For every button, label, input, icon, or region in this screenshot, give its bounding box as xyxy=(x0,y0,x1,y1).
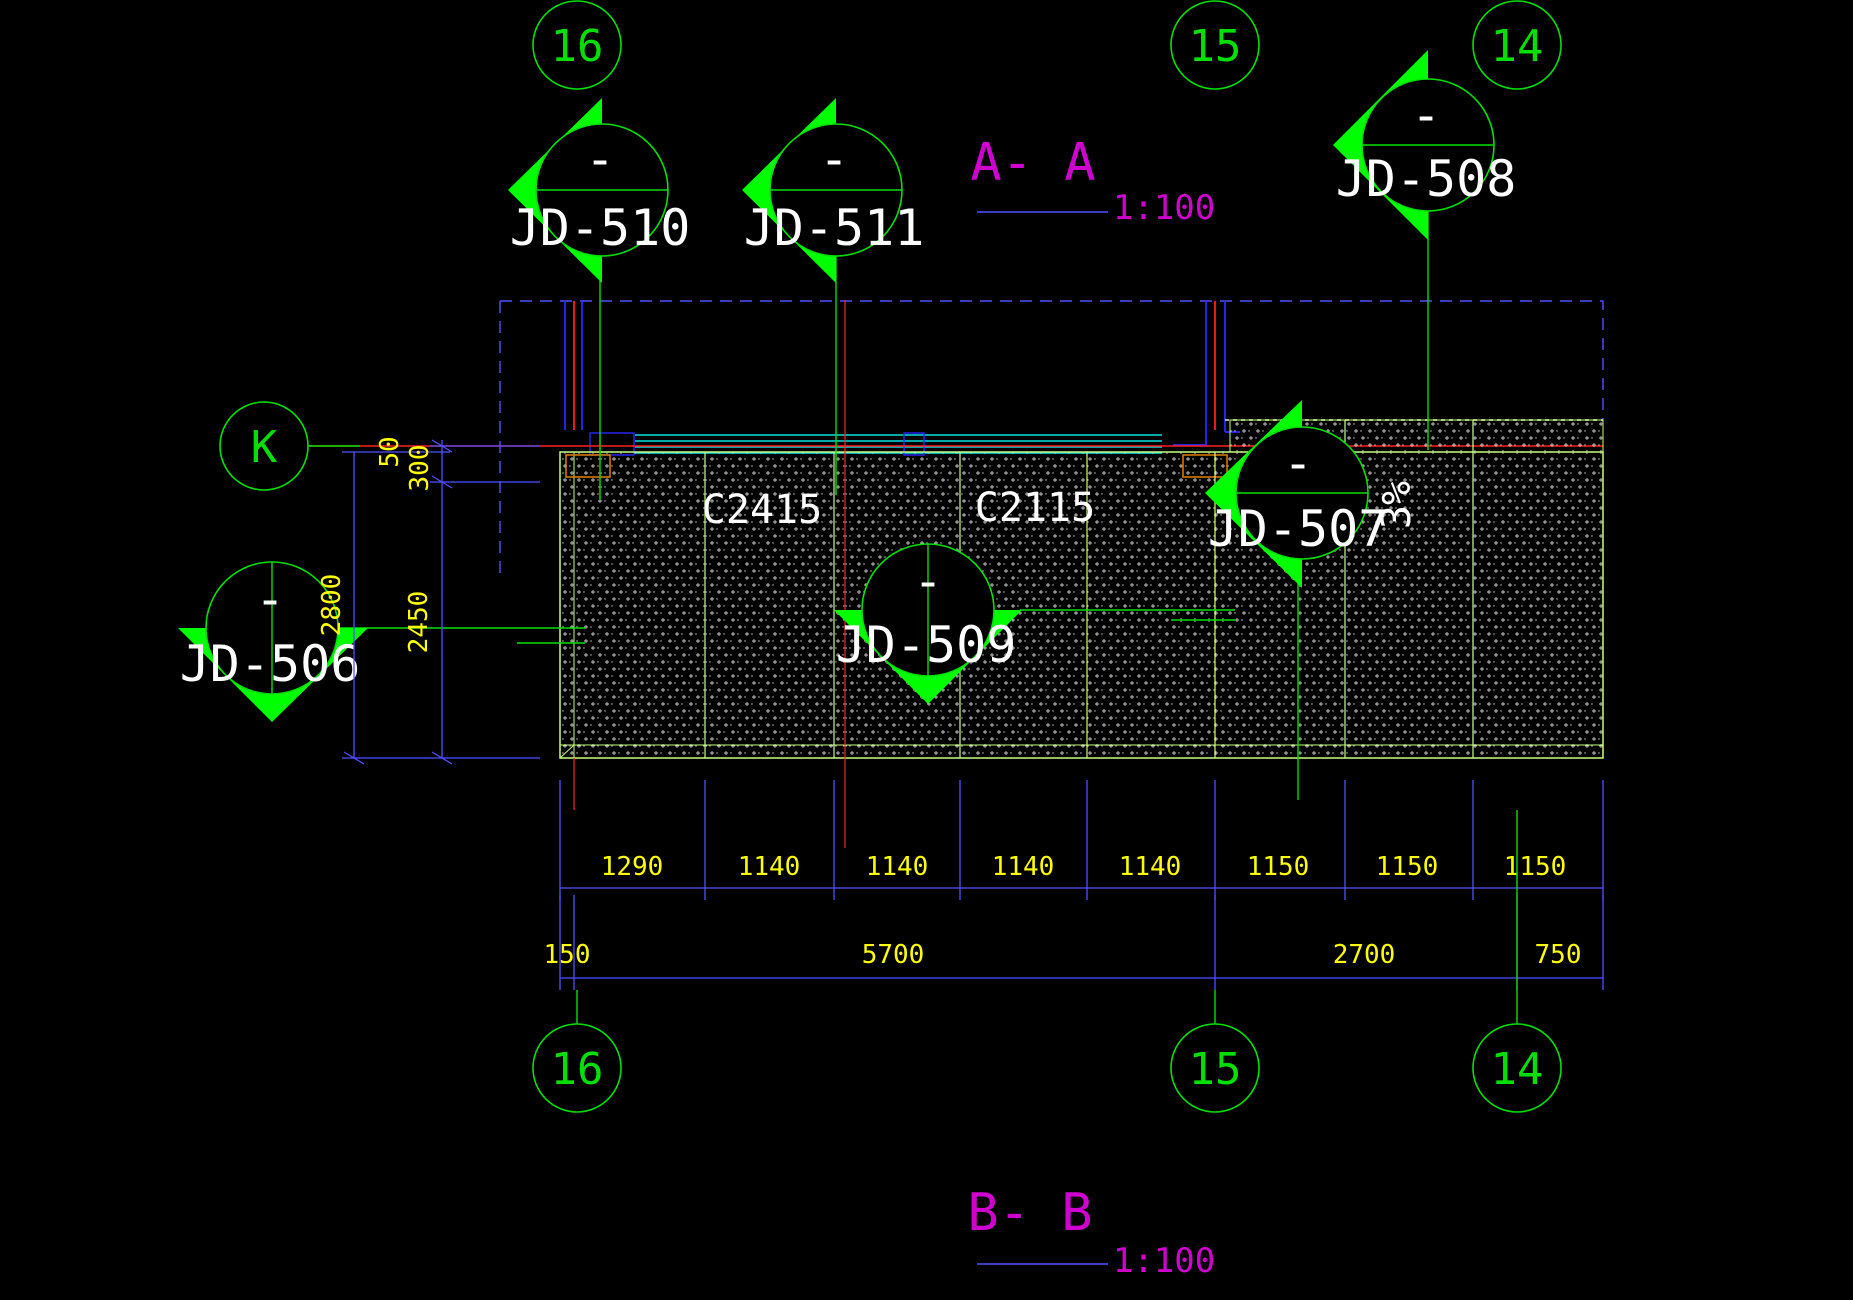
dim-panel-7: 1150 xyxy=(1376,852,1439,882)
detail-ref-jd-510: JD-510 xyxy=(510,199,691,257)
detail-mark-jd-511: - xyxy=(819,130,849,188)
grid-label-bottom-16: 16 xyxy=(551,1044,604,1095)
grid-bubble-top-15: 15 xyxy=(1170,0,1260,90)
detail-ref-jd-509: JD-509 xyxy=(836,616,1017,674)
detail-symbol-jd-508: - JD-508 xyxy=(1333,50,1516,240)
section-bb-title: B- B 1:100 xyxy=(967,1183,1215,1281)
grid-bubble-bottom-14: 14 xyxy=(1472,1023,1562,1113)
dim-overall-5700: 5700 xyxy=(862,940,925,970)
grid-bubble-top-14: 14 xyxy=(1472,0,1562,90)
window-label-c2415: C2415 xyxy=(702,487,822,533)
grid-bubble-k: K xyxy=(219,401,360,491)
upper-dashed-outline xyxy=(499,300,1604,575)
dim-overall-750: 750 xyxy=(1535,940,1582,970)
dim-overall-2700: 2700 xyxy=(1333,940,1396,970)
section-aa-title: A- A 1:100 xyxy=(970,133,1215,228)
section-body xyxy=(559,419,1604,759)
vertical-dimensions xyxy=(342,439,540,765)
detail-symbol-jd-509: - JD-509 xyxy=(834,543,1022,704)
section-bb-scale: 1:100 xyxy=(1113,1241,1215,1281)
dim-2800: 2800 xyxy=(317,574,347,637)
detail-mark-jd-509: - xyxy=(913,552,943,610)
panel-dimension-lines xyxy=(559,780,1604,900)
grid-label-bottom-15: 15 xyxy=(1189,1044,1242,1095)
slope-note: 3% xyxy=(1374,481,1420,529)
overall-dimension-lines xyxy=(559,895,1604,990)
detail-mark-jd-506: - xyxy=(255,570,285,628)
dim-300: 300 xyxy=(405,445,435,492)
detail-symbol-jd-510: - JD-510 xyxy=(508,98,690,283)
section-aa-label: A- A xyxy=(970,133,1095,193)
detail-mark-jd-510: - xyxy=(585,130,615,188)
detail-ref-jd-506: JD-506 xyxy=(180,635,361,693)
detail-symbol-jd-511: - JD-511 xyxy=(742,98,924,283)
dim-panel-3: 1140 xyxy=(866,852,929,882)
dim-panel-5: 1140 xyxy=(1119,852,1182,882)
bottom-grid-bubbles: 16 15 14 xyxy=(532,1023,1562,1113)
grid-label-k: K xyxy=(251,422,278,473)
detail-symbol-jd-507: - JD-507 xyxy=(1205,400,1388,588)
dim-panel-2: 1140 xyxy=(738,852,801,882)
dim-2450: 2450 xyxy=(404,591,434,654)
grid-bubble-bottom-15: 15 xyxy=(1170,1023,1260,1113)
section-aa-scale: 1:100 xyxy=(1113,188,1215,228)
window-label-c2115: C2115 xyxy=(975,485,1095,531)
dim-panel-1: 1290 xyxy=(601,852,664,882)
detail-ref-jd-508: JD-508 xyxy=(1336,150,1517,208)
detail-ref-jd-507: JD-507 xyxy=(1208,500,1389,558)
grid-lines-bottom xyxy=(576,810,1518,1024)
grid-label-bottom-14: 14 xyxy=(1491,1044,1544,1095)
detail-ref-jd-511: JD-511 xyxy=(744,199,925,257)
section-bb-label: B- B xyxy=(967,1183,1092,1243)
grid-bubble-top-16: 16 xyxy=(532,0,622,90)
grid-bubble-bottom-16: 16 xyxy=(532,1023,622,1113)
dim-panel-4: 1140 xyxy=(992,852,1055,882)
grid-label-top-15: 15 xyxy=(1189,21,1242,72)
detail-mark-jd-508: - xyxy=(1411,86,1441,144)
detail-symbol-jd-506: - JD-506 xyxy=(178,561,368,722)
dim-panel-6: 1150 xyxy=(1247,852,1310,882)
grid-label-top-14: 14 xyxy=(1491,21,1544,72)
top-grid-bubbles: 16 15 14 xyxy=(532,0,1562,90)
dim-overall-150: 150 xyxy=(544,940,591,970)
dim-panel-8: 1150 xyxy=(1504,852,1567,882)
grid-label-top-16: 16 xyxy=(551,21,604,72)
detail-mark-jd-507: - xyxy=(1283,434,1313,492)
dim-50: 50 xyxy=(375,436,405,467)
